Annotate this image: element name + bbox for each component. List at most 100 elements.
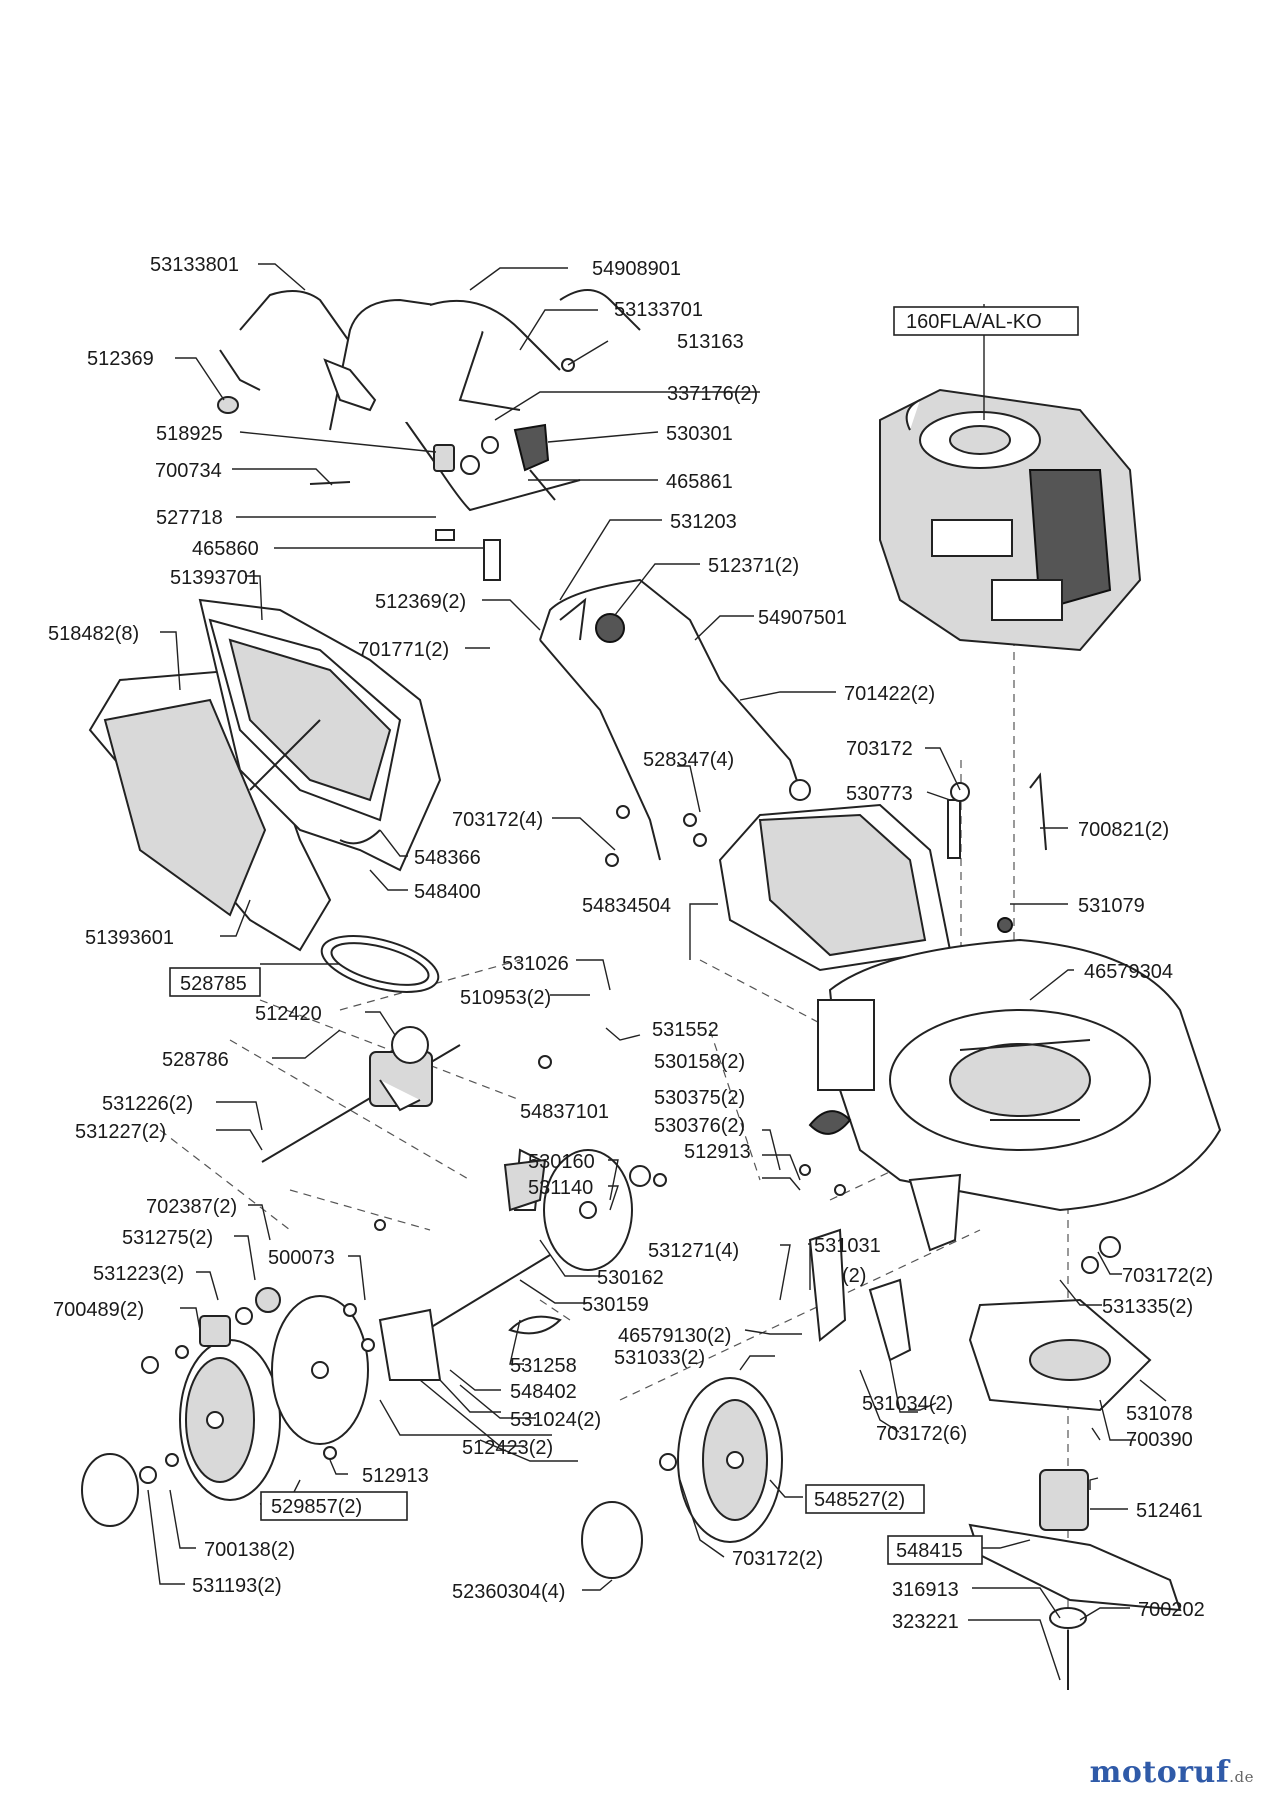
part-label-531227: 531227(2): [75, 1121, 166, 1143]
part-label-512371: 512371(2): [708, 555, 799, 577]
part-label-530162: 530162: [597, 1267, 664, 1289]
part-label-529857: 529857(2): [271, 1496, 362, 1518]
rear-flap: [718, 803, 952, 972]
part-label-530159: 530159: [582, 1294, 649, 1316]
part-label-52360304: 52360304(4): [452, 1581, 565, 1603]
part-label-337176: 337176(2): [667, 383, 758, 405]
part-label-548400: 548400: [414, 881, 481, 903]
boxed-label-frames: [169, 306, 1079, 1565]
part-label-703172-2b: 703172(2): [732, 1548, 823, 1570]
part-label-530301: 530301: [666, 423, 733, 445]
part-label-512369: 512369: [87, 348, 154, 370]
part-label-548527: 548527(2): [814, 1489, 905, 1511]
part-label-518925: 518925: [156, 423, 223, 445]
part-label-700489: 700489(2): [53, 1299, 144, 1321]
part-label-530158: 530158(2): [654, 1051, 745, 1073]
left-axle-parts: [378, 1148, 633, 1381]
part-label-530376: 530376(2): [654, 1115, 745, 1137]
part-label-531140: 531140: [528, 1177, 593, 1199]
mower-deck: [817, 938, 1222, 1212]
rear-left-wheel: [179, 1339, 281, 1501]
upper-handle: [219, 289, 641, 512]
right-wheel-cap: [581, 1453, 677, 1579]
front-right-wheel: [677, 1377, 783, 1543]
part-label-46579130: 46579130(2): [618, 1325, 731, 1347]
part-label-703172-4: 703172(4): [452, 809, 543, 831]
part-label-703172: 703172: [846, 738, 913, 760]
part-label-531335: 531335(2): [1102, 1296, 1193, 1318]
part-label-530375: 530375(2): [654, 1087, 745, 1109]
part-label-700734: 700734: [155, 460, 222, 482]
part-label-531079: 531079: [1078, 895, 1145, 917]
part-label-512423: 512423(2): [462, 1437, 553, 1459]
part-label-700202: 700202: [1138, 1599, 1205, 1621]
part-label-323221: 323221: [892, 1611, 959, 1633]
part-label-513163: 513163: [677, 331, 744, 353]
part-label-528786: 528786: [162, 1049, 229, 1071]
watermark-tld: .de: [1229, 1768, 1254, 1786]
part-label-518482: 518482(8): [48, 623, 139, 645]
part-label-54837101: 54837101: [520, 1101, 609, 1123]
blade-assembly: [968, 1298, 1182, 1690]
part-label-316913: 316913: [892, 1579, 959, 1601]
engine-model-label: 160FLA/AL-KO: [906, 311, 1042, 333]
part-label-510953: 510953(2): [460, 987, 551, 1009]
part-label-53133801: 53133801: [150, 254, 239, 276]
part-label-54908901: 54908901: [592, 258, 681, 280]
part-label-531193: 531193(2): [192, 1575, 282, 1597]
part-label-702387: 702387(2): [146, 1196, 237, 1218]
front-left-hubcap: [271, 1295, 369, 1445]
left-wheel-cap: [81, 1453, 179, 1527]
watermark-brand: motoruf: [1089, 1755, 1230, 1790]
part-label-531031: 531031: [814, 1235, 881, 1257]
engine: [879, 388, 1142, 652]
part-label-530160: 530160: [528, 1151, 595, 1173]
part-label-548402: 548402: [510, 1381, 577, 1403]
part-label-512369-2: 512369(2): [375, 591, 466, 613]
part-label-531258: 531258: [510, 1355, 577, 1377]
part-label-54834504: 54834504: [582, 895, 671, 917]
watermark-logo: motoruf.de: [1090, 1755, 1254, 1790]
part-label-51393701: 51393701: [170, 567, 259, 589]
part-label-528785: 528785: [180, 973, 247, 995]
part-label-531223: 531223(2): [93, 1263, 184, 1285]
part-label-54907501: 54907501: [758, 607, 847, 629]
part-label-531271: 531271(4): [648, 1240, 739, 1262]
height-adjust-parts: [629, 1110, 962, 1362]
part-label-701422: 701422(2): [844, 683, 935, 705]
right-side-hardware: [947, 772, 1121, 1274]
control-bar-parts: [217, 358, 575, 581]
drive-belt: [320, 935, 440, 993]
part-label-46579304: 46579304: [1084, 961, 1173, 983]
left-fasteners: [141, 805, 846, 1460]
part-label-465860: 465860: [192, 538, 259, 560]
gearbox: [261, 1026, 461, 1163]
part-label-701771: 701771(2): [358, 639, 449, 661]
part-label-700138: 700138(2): [204, 1539, 295, 1561]
part-label-527718: 527718: [156, 507, 223, 529]
part-label-700821: 700821(2): [1078, 819, 1169, 841]
lower-handle: [539, 578, 811, 861]
grass-catcher: [88, 598, 442, 952]
part-label-703172-6: 703172(6): [876, 1423, 967, 1445]
part-label-531275: 531275(2): [122, 1227, 213, 1249]
part-label-531031-qty: (2): [842, 1265, 866, 1287]
part-label-700390: 700390: [1126, 1429, 1193, 1451]
part-label-531024: 531024(2): [510, 1409, 601, 1431]
part-label-531026: 531026: [502, 953, 569, 975]
part-label-512461: 512461: [1136, 1500, 1203, 1522]
part-label-531552: 531552: [652, 1019, 719, 1041]
part-label-500073: 500073: [268, 1247, 335, 1269]
leader-lines: [147, 263, 1167, 1681]
part-label-465861: 465861: [666, 471, 733, 493]
part-label-548415: 548415: [896, 1540, 963, 1562]
part-label-548366: 548366: [414, 847, 481, 869]
part-label-512913: 512913: [684, 1141, 751, 1163]
part-labels: 53133801 54908901 53133701 512369 513163…: [48, 254, 1213, 1633]
part-label-531033: 531033(2): [614, 1347, 705, 1369]
part-label-512913-b: 512913: [362, 1465, 429, 1487]
part-label-531034: 531034(2): [862, 1393, 953, 1415]
part-label-528347: 528347(4): [643, 749, 734, 771]
part-label-512420: 512420: [255, 1003, 322, 1025]
